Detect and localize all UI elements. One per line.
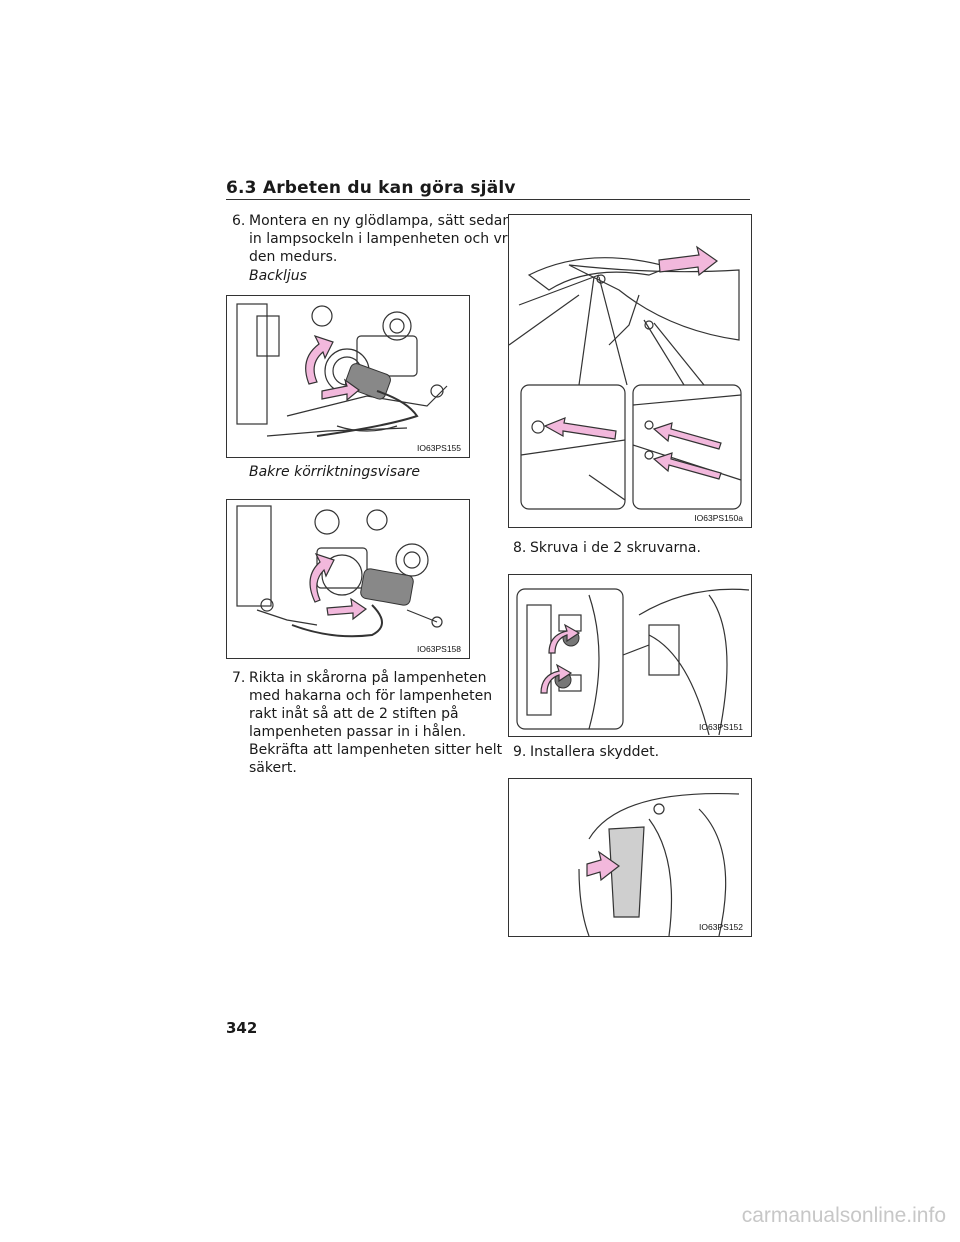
figure-code: IO63PS152 <box>699 922 743 932</box>
step-number: 9. <box>513 744 527 760</box>
step-line: Montera en ny glödlampa, sätt sedan <box>249 213 512 229</box>
page-number: 342 <box>226 1019 258 1037</box>
figure-code: IO63PS155 <box>417 443 461 453</box>
step-line: säkert. <box>249 760 297 776</box>
figure-backljus-bulb: IO63PS155 <box>226 295 470 458</box>
step-line: med hakarna och för lampenheten <box>249 688 493 704</box>
backljus-illustration <box>236 303 448 437</box>
section-rule <box>226 199 750 200</box>
step-line: in lampsockeln i lampenheten och vrid <box>249 231 521 247</box>
step-number: 7. <box>232 670 246 686</box>
figure-code: IO63PS158 <box>417 644 461 654</box>
step-6: 6. Montera en ny glödlampa, sätt sedan i… <box>232 212 520 266</box>
step-line: Skruva i de 2 skruvarna. <box>530 540 701 556</box>
cover-illustration <box>578 792 740 936</box>
step-7: 7. Rikta in skårorna på lampenheten med … <box>232 669 502 777</box>
step-number: 6. <box>232 213 246 229</box>
step-line: rakt inåt så att de 2 stiften på <box>249 706 459 722</box>
step-8: 8. Skruva i de 2 skruvarna. <box>513 539 701 557</box>
figure-lamp-unit: IO63PS150a <box>508 214 752 528</box>
figure-code: IO63PS150a <box>694 513 743 523</box>
caption-backljus: Backljus <box>249 268 307 284</box>
figure-code: IO63PS151 <box>699 722 743 732</box>
caption-bakre: Bakre körriktningsvisare <box>249 464 421 480</box>
section-title: 6.3 Arbeten du kan göra själv <box>226 178 516 198</box>
figure-cover: IO63PS152 <box>508 778 752 937</box>
step-line: Installera skyddet. <box>530 744 660 760</box>
step-9: 9. Installera skyddet. <box>513 743 659 761</box>
step-line: lampenheten passar in i hålen. <box>249 724 467 740</box>
lamp-unit-illustration <box>509 245 742 510</box>
step-line: Rikta in skårorna på lampenheten <box>249 670 487 686</box>
step-line: Bekräfta att lampenheten sitter helt <box>249 742 503 758</box>
figure-screws: IO63PS151 <box>508 574 752 737</box>
bakre-illustration <box>236 505 443 638</box>
watermark: carmanualsonline.info <box>741 1204 946 1227</box>
step-line: den medurs. <box>249 249 338 265</box>
step-number: 8. <box>513 540 527 556</box>
figure-bakre-bulb: IO63PS158 <box>226 499 470 659</box>
screws-illustration <box>516 588 750 736</box>
